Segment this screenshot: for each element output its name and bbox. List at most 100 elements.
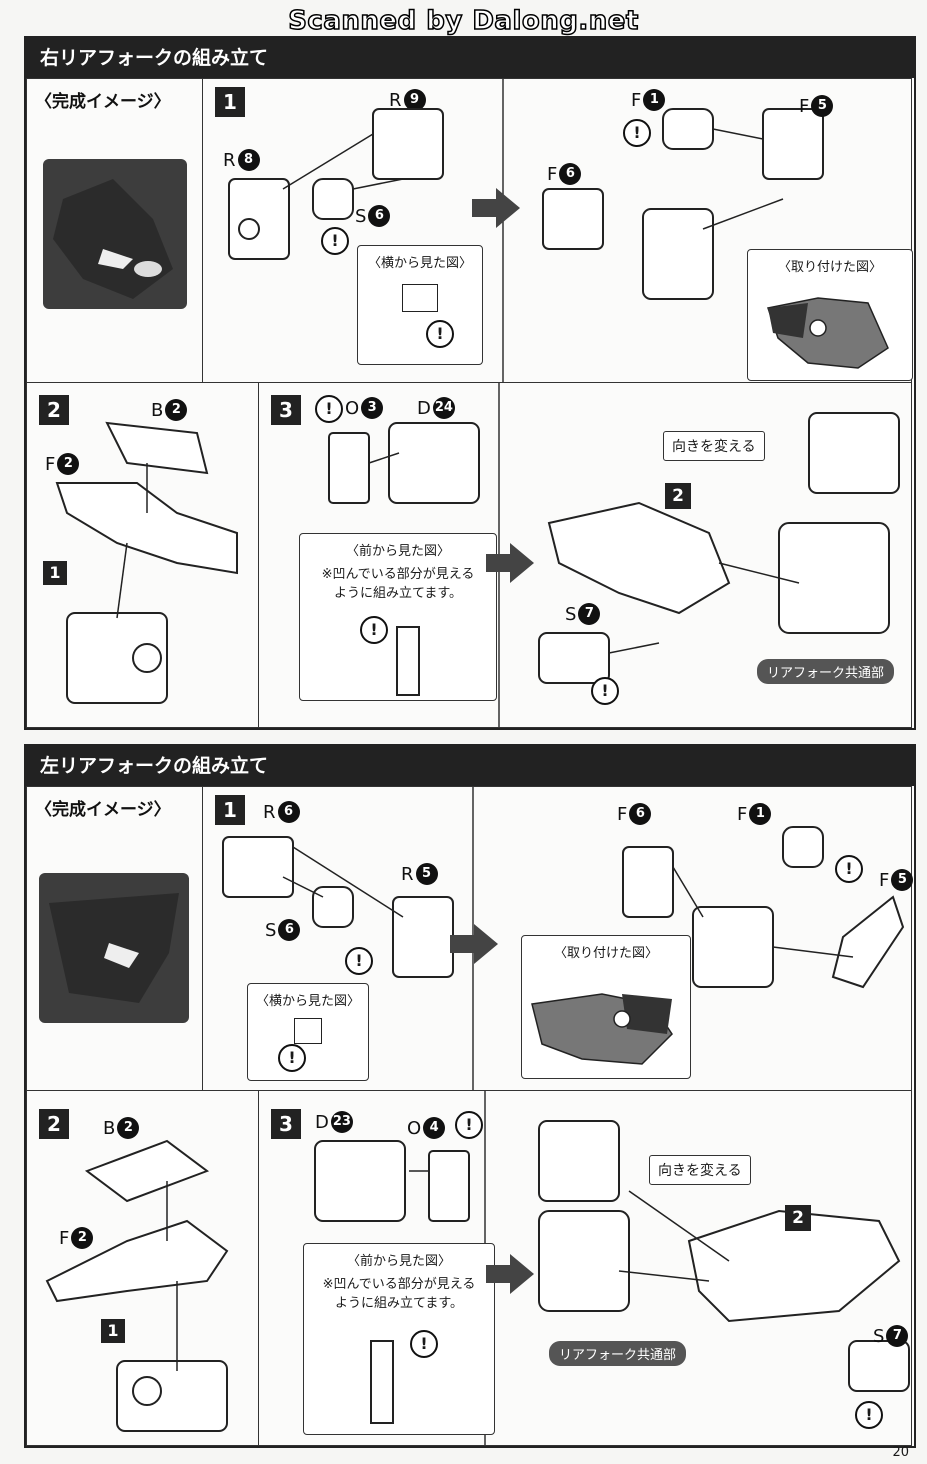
front-view-callout: 〈前から見た図〉 ※凹んでいる部分が見える ように組み立てます。 ! — [303, 1243, 495, 1435]
side-view-callout: 〈横から見た図〉 ! — [247, 983, 369, 1081]
flow-arrow — [472, 188, 520, 228]
side-view-shape — [294, 1018, 322, 1044]
completed-label: 〈完成イメージ〉 — [35, 92, 171, 112]
front-view-note-line2: ように組み立てます。 — [334, 1296, 464, 1311]
sub-step-ref: 1 — [101, 1319, 125, 1343]
flow-arrow — [486, 1254, 534, 1294]
front-view-note-line1: ※凹んでいる部分が見える — [321, 567, 475, 582]
step-number: 2 — [39, 1109, 69, 1139]
flow-arrow — [450, 924, 498, 964]
side-view-callout: 〈横から見た図〉 ! — [357, 245, 483, 365]
step2-parts-drawing — [55, 421, 238, 704]
caution-icon: ! — [855, 1401, 883, 1429]
step-number: 3 — [271, 1109, 301, 1139]
side-view-shape — [402, 284, 438, 312]
common-part-badge: リアフォーク共通部 — [549, 1341, 687, 1366]
step-ref: 2 — [785, 1205, 811, 1231]
step1-parts-drawing — [222, 787, 905, 1091]
caution-icon: ! — [426, 320, 454, 348]
completed-part-shape — [53, 179, 173, 299]
caution-icon: ! — [360, 616, 388, 644]
caution-icon: ! — [278, 1044, 306, 1072]
turn-around-note: 向きを変える — [663, 431, 765, 461]
side-view-label: 〈横から見た図〉 — [367, 256, 472, 271]
front-view-shape — [396, 626, 420, 696]
caution-icon: ! — [591, 677, 619, 705]
caution-icon: ! — [455, 1111, 483, 1139]
front-view-label: 〈前から見た図〉 — [346, 1254, 451, 1269]
page-number: 20 — [892, 1445, 909, 1460]
caution-icon: ! — [321, 227, 349, 255]
common-part-badge: リアフォーク共通部 — [757, 659, 895, 684]
completed-image-panel: 〈完成イメージ〉 — [26, 78, 204, 384]
front-view-note-line1: ※凹んでいる部分が見える — [322, 1277, 476, 1292]
step-number: 1 — [215, 87, 245, 117]
caution-icon: ! — [345, 947, 373, 975]
section-title: 左リアフォークの組み立て — [26, 746, 914, 786]
completed-label: 〈完成イメージ〉 — [35, 800, 171, 820]
front-view-note-line2: ように組み立てます。 — [333, 586, 463, 601]
completed-image — [43, 159, 187, 309]
flow-arrow — [486, 543, 534, 583]
side-view-label: 〈横から見た図〉 — [255, 994, 360, 1009]
caution-icon: ! — [315, 395, 343, 423]
attached-view-callout: 〈取り付けた図〉 — [747, 249, 913, 381]
caution-icon: ! — [835, 855, 863, 883]
step3-parts-drawing — [314, 1091, 910, 1445]
watermark: Scanned by Dalong.net — [287, 5, 639, 37]
attached-view-drawing — [767, 297, 889, 369]
front-view-shape — [370, 1340, 394, 1424]
caution-icon: ! — [623, 119, 651, 147]
front-view-callout: 〈前から見た図〉 ※凹んでいる部分が見える ように組み立てます。 ! — [299, 533, 497, 701]
step-number: 2 — [39, 395, 69, 425]
completed-image-panel: 〈完成イメージ〉 — [26, 786, 204, 1092]
caution-icon: ! — [410, 1330, 438, 1358]
step2-parts-drawing — [45, 1139, 229, 1432]
turn-around-note: 向きを変える — [649, 1155, 751, 1185]
attached-view-callout: 〈取り付けた図〉 — [521, 935, 691, 1079]
step-number: 1 — [215, 795, 245, 825]
attached-view-label: 〈取り付けた図〉 — [553, 946, 658, 961]
sub-step-ref: 1 — [43, 561, 67, 585]
step3-parts-drawing — [328, 383, 900, 727]
step-ref: 2 — [665, 483, 691, 509]
section-title: 右リアフォークの組み立て — [26, 38, 914, 78]
front-view-label: 〈前から見た図〉 — [345, 544, 450, 559]
step1-parts-drawing — [228, 79, 824, 383]
step-number: 3 — [271, 395, 301, 425]
completed-part-shape — [49, 893, 179, 1003]
completed-image — [39, 873, 189, 1023]
attached-view-drawing — [531, 993, 673, 1065]
attached-view-label: 〈取り付けた図〉 — [777, 260, 882, 275]
